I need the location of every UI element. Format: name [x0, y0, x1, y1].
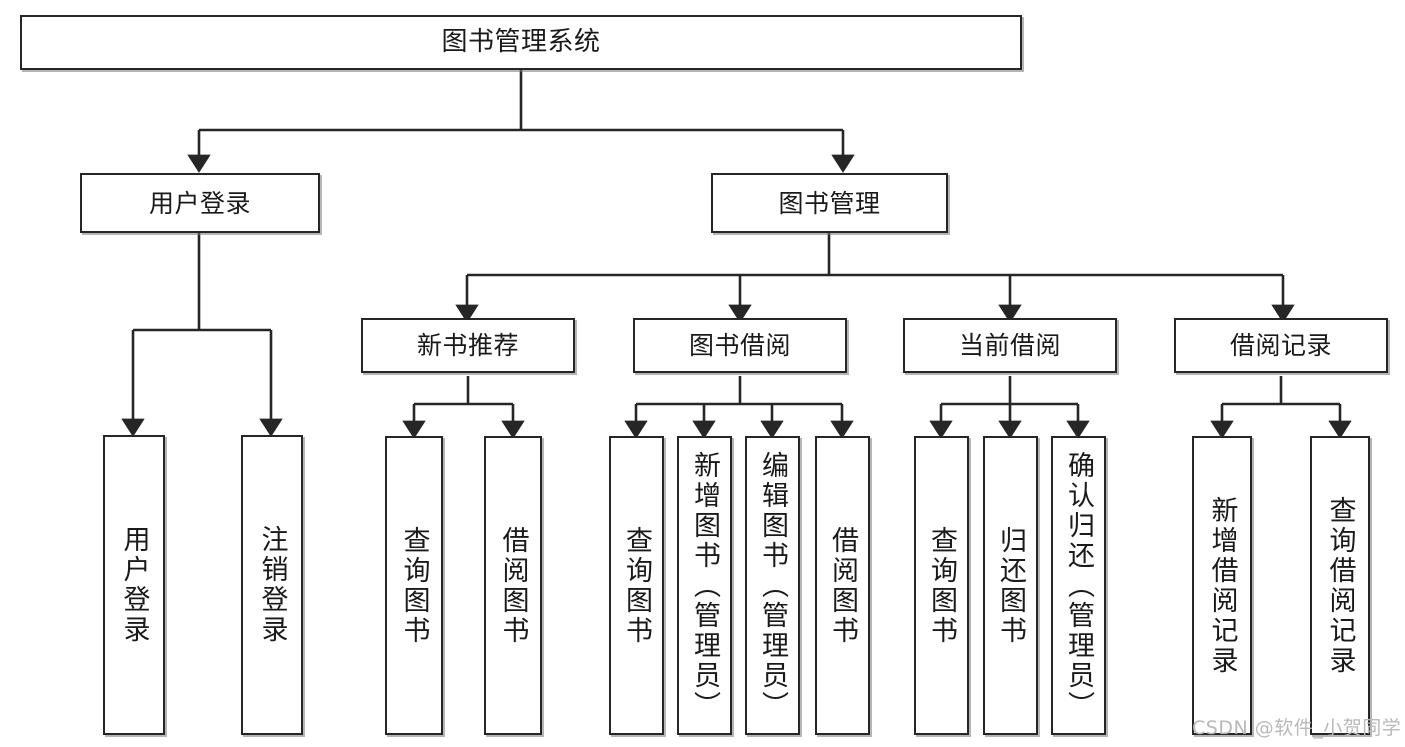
node-book-management[interactable]: 图书管理 — [711, 173, 948, 233]
node-current-borrow[interactable]: 当前借阅 — [903, 318, 1117, 373]
node-label: 借阅图书 — [497, 525, 529, 646]
leaf-borrow-borrow-book[interactable]: 借阅图书 — [815, 436, 870, 735]
node-label: 用户登录 — [148, 188, 251, 218]
node-label: 新书推荐 — [416, 331, 519, 360]
node-new-book-recommend[interactable]: 新书推荐 — [361, 318, 575, 373]
leaf-record-add-borrow-record[interactable]: 新增借阅记录 — [1192, 436, 1252, 735]
node-label: 确认归还（管理员） — [1063, 450, 1094, 721]
node-label: 注销登录 — [256, 525, 288, 645]
node-label: 归还图书 — [995, 525, 1026, 646]
node-borrow-record[interactable]: 借阅记录 — [1174, 318, 1388, 373]
leaf-user-login-logout[interactable]: 注销登录 — [241, 435, 303, 735]
leaf-current-query-book[interactable]: 查询图书 — [914, 436, 969, 735]
leaf-borrow-add-book-admin[interactable]: 新增图书（管理员） — [677, 436, 732, 735]
leaf-user-login-login[interactable]: 用户登录 — [103, 435, 165, 735]
node-book-borrow[interactable]: 图书借阅 — [633, 318, 847, 373]
leaf-record-query-borrow-record[interactable]: 查询借阅记录 — [1310, 436, 1370, 735]
node-label: 新增借阅记录 — [1206, 495, 1238, 676]
node-label: 借阅记录 — [1229, 331, 1332, 360]
leaf-new-book-query[interactable]: 查询图书 — [385, 436, 443, 735]
node-label: 当前借阅 — [958, 331, 1061, 360]
node-label: 借阅图书 — [827, 525, 858, 646]
node-user-login[interactable]: 用户登录 — [80, 173, 320, 233]
node-label: 查询图书 — [398, 525, 430, 646]
node-label: 图书借阅 — [688, 331, 791, 360]
leaf-borrow-edit-book-admin[interactable]: 编辑图书（管理员） — [745, 436, 800, 735]
node-root-book-management-system[interactable]: 图书管理系统 — [20, 15, 1022, 70]
node-label: 新增图书（管理员） — [689, 450, 720, 721]
node-label: 用户登录 — [118, 525, 150, 645]
node-label: 查询图书 — [926, 525, 957, 646]
csdn-watermark: CSDN @软件_小贺同学 — [1192, 717, 1402, 739]
node-label: 编辑图书（管理员） — [757, 450, 788, 721]
leaf-new-book-borrow[interactable]: 借阅图书 — [484, 436, 542, 735]
node-label: 图书管理 — [778, 188, 881, 218]
leaf-borrow-query-book[interactable]: 查询图书 — [609, 436, 664, 735]
node-label: 查询图书 — [621, 525, 652, 646]
leaf-current-return-book[interactable]: 归还图书 — [983, 436, 1038, 735]
node-label: 图书管理系统 — [441, 27, 601, 58]
leaf-current-confirm-return-admin[interactable]: 确认归还（管理员） — [1051, 436, 1106, 735]
node-label: 查询借阅记录 — [1324, 495, 1356, 676]
